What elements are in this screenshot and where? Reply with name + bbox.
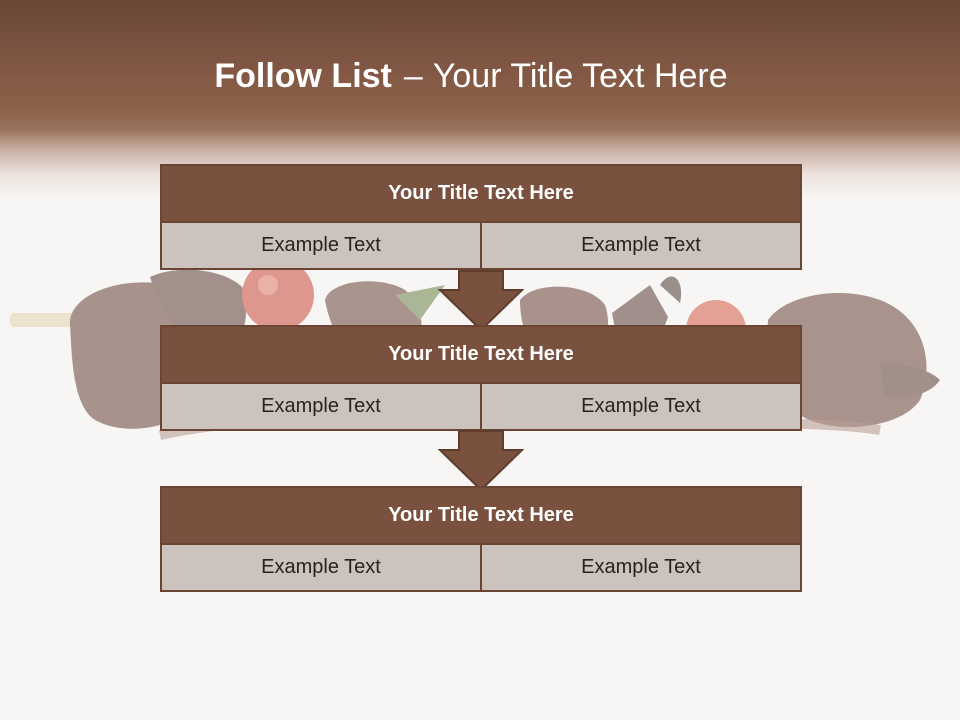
- down-arrow-icon: [438, 430, 524, 492]
- title-separator: –: [403, 57, 423, 95]
- block-cell-left: Example Text: [162, 545, 480, 590]
- block-title: Your Title Text Here: [162, 488, 800, 543]
- list-block-3: Your Title Text Here Example Text Exampl…: [160, 486, 802, 592]
- down-arrow-icon: [438, 270, 524, 332]
- block-cell-right: Example Text: [482, 384, 800, 429]
- block-cell-right: Example Text: [482, 545, 800, 590]
- block-title: Your Title Text Here: [162, 166, 800, 221]
- block-cell-right: Example Text: [482, 223, 800, 268]
- block-cell-left: Example Text: [162, 384, 480, 429]
- block-cell-left: Example Text: [162, 223, 480, 268]
- list-block-2: Your Title Text Here Example Text Exampl…: [160, 325, 802, 431]
- list-block-1: Your Title Text Here Example Text Exampl…: [160, 164, 802, 270]
- slide-title: Follow List–Your Title Text Here: [0, 52, 942, 100]
- block-title: Your Title Text Here: [162, 327, 800, 382]
- title-rest-text: Your Title Text Here: [432, 57, 728, 95]
- title-bold-text: Follow List: [214, 57, 392, 95]
